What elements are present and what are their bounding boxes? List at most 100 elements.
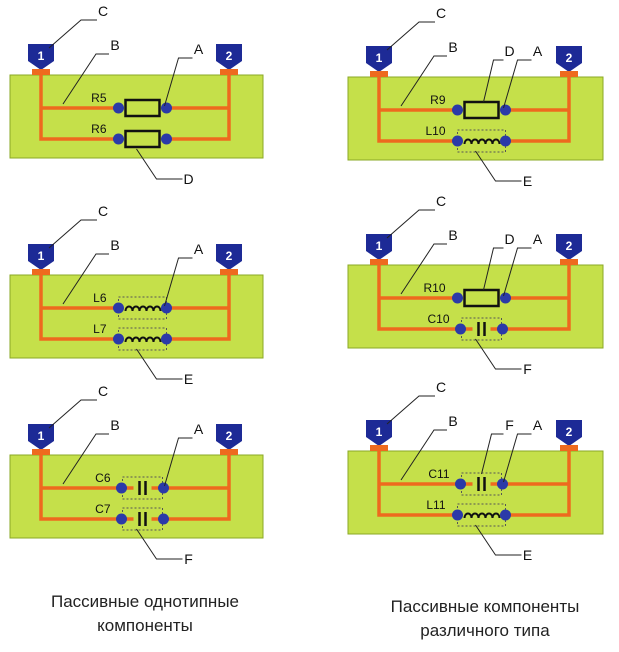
terminal-solder — [560, 445, 578, 451]
pcb-board — [9, 454, 264, 539]
pcb-board — [347, 450, 604, 535]
callout-bottom-leader — [475, 338, 522, 370]
terminal-solder — [220, 69, 238, 75]
terminal-solder — [370, 71, 388, 77]
pad — [113, 133, 124, 145]
terminal-pin — [216, 44, 242, 70]
terminal-pin — [556, 46, 582, 72]
callout-a-leader — [503, 247, 532, 297]
terminal-number: 1 — [376, 51, 383, 65]
pad — [161, 102, 172, 114]
callout-bottom-callout: E — [523, 547, 532, 563]
terminal-pin — [556, 234, 582, 260]
terminal-number: 2 — [566, 239, 573, 253]
callout-b-callout: B — [110, 37, 119, 53]
callout-b-leader — [62, 433, 109, 485]
resistor-body — [124, 129, 161, 149]
pad — [500, 135, 511, 147]
component-label: L10 — [425, 124, 445, 138]
callout-f-callout: F — [505, 417, 514, 433]
pad — [500, 292, 511, 304]
callout-a-leader — [503, 433, 532, 483]
component-label: C11 — [428, 467, 449, 481]
terminal-solder — [220, 269, 238, 275]
component-label: L6 — [93, 291, 107, 305]
pad — [500, 509, 511, 521]
terminal-pin — [28, 44, 54, 70]
terminal-solder — [370, 259, 388, 265]
terminal-solder — [560, 259, 578, 265]
callout-bottom-callout: D — [183, 171, 193, 187]
pad — [452, 104, 463, 116]
callout-b-leader — [62, 253, 109, 305]
pad — [113, 302, 124, 314]
callout-d-leader — [483, 247, 504, 291]
callout-b-callout: B — [110, 237, 119, 253]
terminal-pin — [366, 46, 392, 72]
terminal-solder — [32, 269, 50, 275]
callout-c-leader — [386, 21, 435, 51]
pad — [500, 104, 511, 116]
pad — [497, 478, 508, 490]
terminal-number: 2 — [566, 51, 573, 65]
component-label: C10 — [427, 312, 449, 326]
terminal-number: 2 — [226, 49, 233, 63]
terminal-pin — [556, 420, 582, 446]
component-label: R9 — [430, 93, 446, 107]
callout-b-leader — [400, 243, 447, 295]
terminal-pin — [28, 424, 54, 450]
callout-bottom-leader — [475, 524, 522, 556]
terminal-number: 2 — [226, 249, 233, 263]
pad — [113, 102, 124, 114]
right-caption: Пассивные компоненты различного типа — [350, 595, 619, 643]
component-label: C6 — [95, 471, 111, 485]
pad — [113, 333, 124, 345]
left-caption-line-2: компоненты — [97, 616, 193, 635]
pad — [452, 135, 463, 147]
terminal-pin — [28, 244, 54, 270]
terminal-solder — [32, 449, 50, 455]
callout-c-callout: C — [98, 3, 108, 19]
callout-c-leader — [386, 209, 435, 239]
callout-bottom-callout: F — [184, 551, 193, 567]
callout-b-callout: B — [448, 39, 457, 55]
callout-f-leader — [481, 433, 504, 475]
left-caption: Пассивные однотипные компоненты — [10, 590, 280, 638]
inductor-coil — [463, 512, 501, 519]
pad — [452, 509, 463, 521]
pad — [116, 513, 127, 525]
callout-d-callout: D — [504, 231, 514, 247]
pad — [455, 323, 466, 335]
callout-a-leader — [164, 437, 193, 487]
terminal-solder — [370, 445, 388, 451]
callout-a-leader — [164, 257, 193, 307]
callout-bottom-callout: E — [184, 371, 193, 387]
pad — [161, 333, 172, 345]
terminal-number: 1 — [376, 239, 383, 253]
callout-c-leader — [48, 219, 97, 249]
terminal-solder — [220, 449, 238, 455]
pad — [455, 478, 466, 490]
resistor-body — [463, 288, 500, 308]
right-caption-line-2: различного типа — [420, 621, 550, 640]
terminal-pin — [216, 424, 242, 450]
pad — [161, 302, 172, 314]
callout-c-leader — [48, 19, 97, 49]
callout-bottom-leader — [136, 148, 183, 180]
callout-a-callout: A — [194, 241, 204, 257]
callout-b-callout: B — [448, 413, 457, 429]
terminal-pin — [366, 234, 392, 260]
callout-b-callout: B — [448, 227, 457, 243]
callout-a-callout: A — [533, 417, 543, 433]
callout-a-leader — [164, 57, 193, 107]
component-label: R6 — [91, 122, 107, 136]
terminal-solder — [32, 69, 50, 75]
callout-bottom-leader — [475, 150, 522, 182]
callout-a-callout: A — [194, 421, 204, 437]
callout-bottom-leader — [136, 348, 183, 380]
callout-a-leader — [503, 59, 532, 109]
